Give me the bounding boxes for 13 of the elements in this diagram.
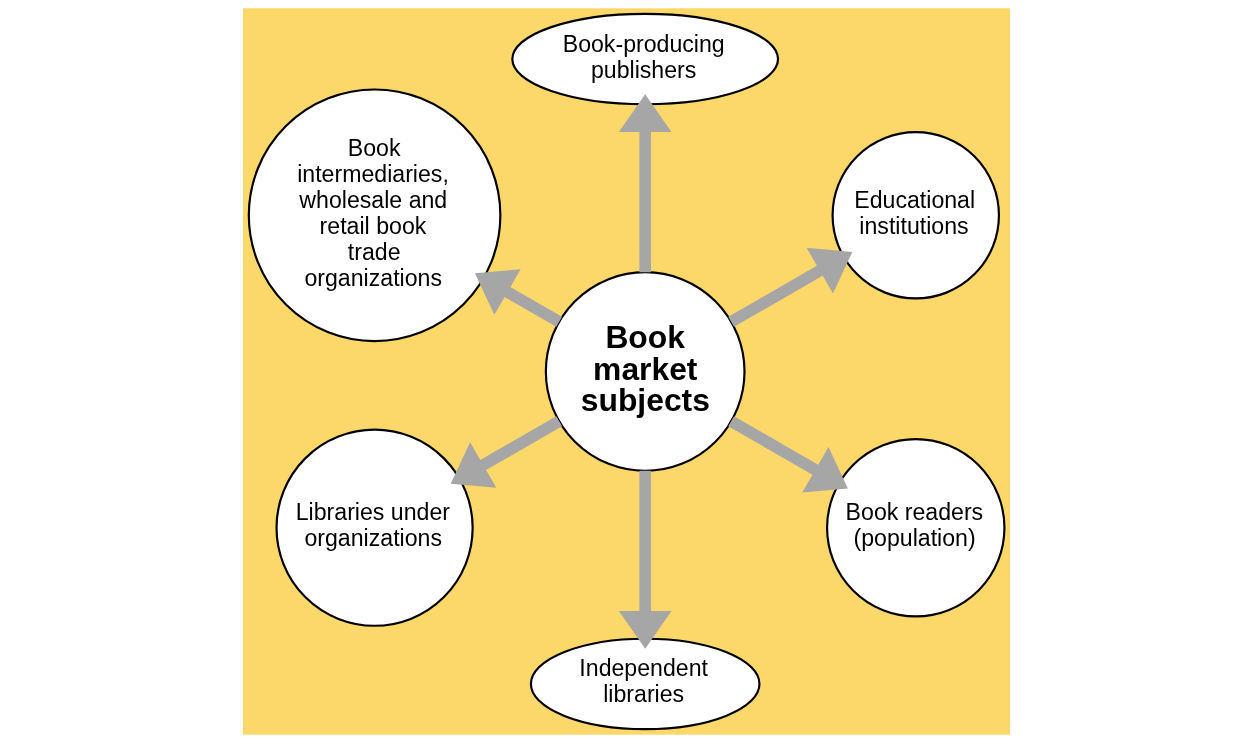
node-ellipse: Book-producing publishers bbox=[510, 12, 779, 106]
arrow bbox=[474, 269, 562, 327]
arrow bbox=[618, 470, 671, 649]
arrow bbox=[450, 416, 562, 488]
node-circle: Educational institutions bbox=[831, 131, 1000, 300]
arrow bbox=[727, 416, 848, 493]
arrow bbox=[727, 247, 852, 327]
node-circle: Book market subjects bbox=[544, 271, 746, 472]
arrow bbox=[618, 94, 671, 273]
node-circle: Libraries under organizations bbox=[274, 428, 474, 627]
node-circle: Book readers (population) bbox=[825, 437, 1006, 618]
node-ellipse: Independent libraries bbox=[529, 637, 761, 731]
node-circle: Book intermediaries, wholesale and retail book trade organizations bbox=[247, 88, 501, 343]
